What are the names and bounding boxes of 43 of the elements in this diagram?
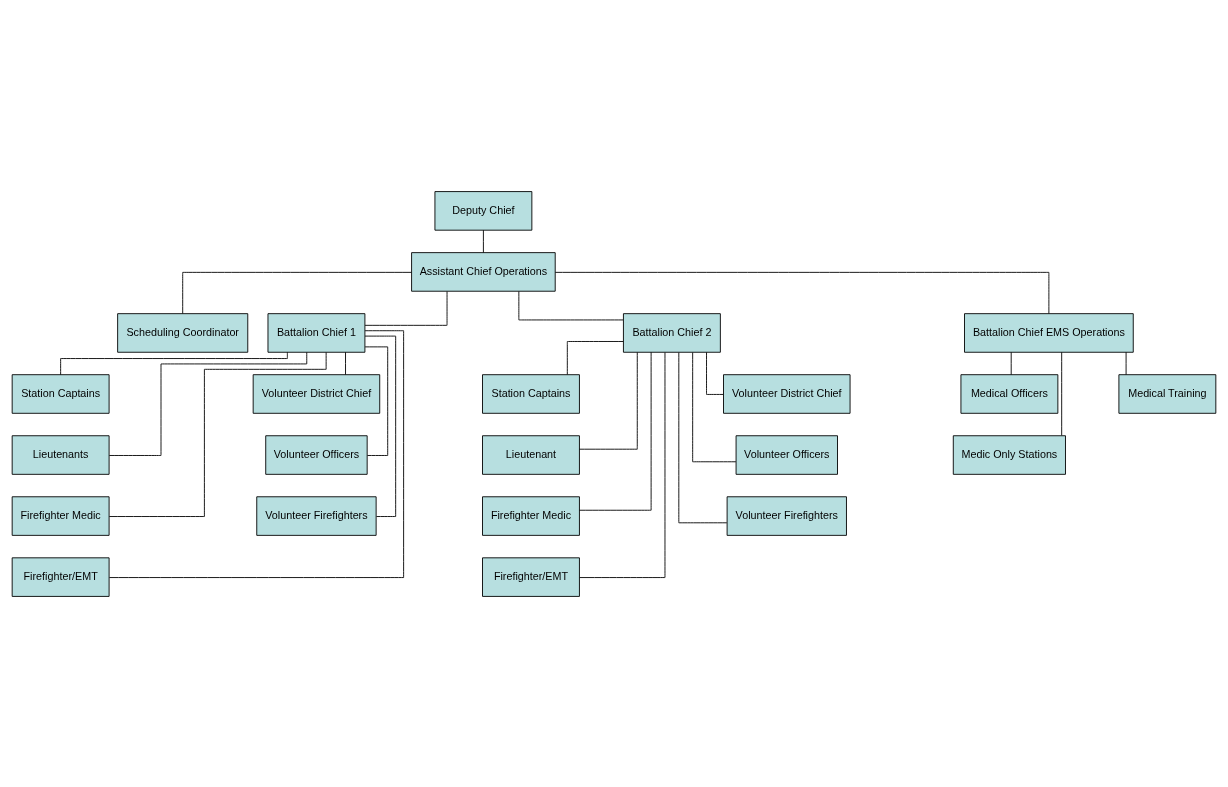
connector (364, 290, 448, 326)
connector (1010, 351, 1012, 375)
node-box: Station Captains (11, 373, 110, 414)
node-box: Volunteer Officers (265, 434, 368, 475)
node-box: Volunteer Firefighters (256, 495, 377, 536)
node-box: Battalion Chief EMS Operations (964, 312, 1134, 353)
node-box: Firefighter/EMT (11, 556, 110, 597)
connector (108, 329, 405, 578)
node-box: Firefighter Medic (482, 495, 580, 536)
node-box: Assistant Chief Operations (411, 251, 556, 292)
connector (364, 335, 397, 517)
node-box: Lieutenant (482, 434, 580, 475)
connector (1061, 351, 1063, 436)
node-box: Station Captains (482, 373, 580, 414)
node-box: Deputy Chief (434, 190, 533, 231)
node-box: Volunteer Firefighters (726, 495, 847, 536)
connector (579, 351, 652, 511)
connector (108, 351, 308, 456)
node-box: Medical Officers (960, 373, 1059, 414)
node-box: Firefighter Medic (11, 495, 110, 536)
connector (182, 271, 412, 314)
node-box: Medical Training (1118, 373, 1217, 414)
node-box: Battalion Chief 1 (267, 312, 366, 353)
node-box: Firefighter/EMT (482, 556, 580, 597)
connector (482, 229, 484, 253)
connector (579, 351, 666, 578)
node-box: Medic Only Stations (952, 434, 1066, 475)
connector (108, 351, 327, 517)
node-box: Scheduling Coordinator (117, 312, 249, 353)
connector (554, 271, 1050, 314)
connector (364, 345, 389, 456)
node-box: Volunteer Officers (735, 434, 838, 475)
node-box: Volunteer District Chief (252, 373, 381, 414)
node-box: Volunteer District Chief (723, 373, 851, 414)
connector (566, 340, 624, 375)
connector (1125, 351, 1127, 375)
connector (692, 351, 737, 462)
connector (518, 290, 624, 320)
node-box: Battalion Chief 2 (622, 312, 721, 353)
connector (345, 351, 346, 375)
node-box: Lieutenants (11, 434, 110, 475)
connector (678, 351, 728, 523)
connector (579, 351, 638, 450)
